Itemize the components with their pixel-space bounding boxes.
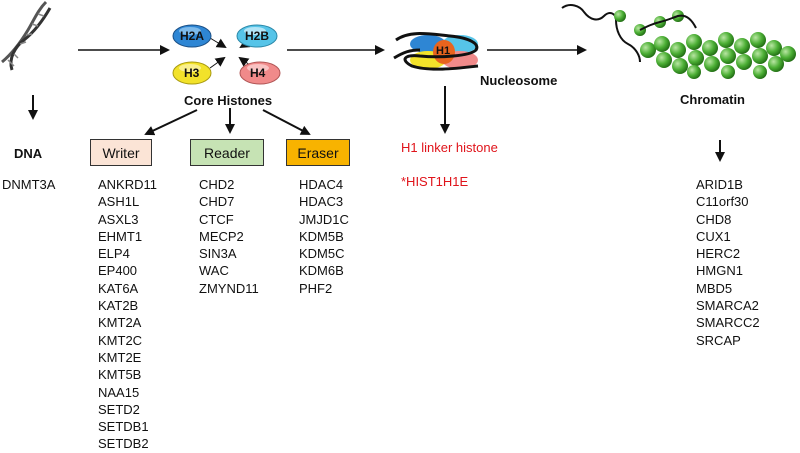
gene-item: SIN3A xyxy=(199,246,237,262)
gene-item: ELP4 xyxy=(98,246,130,262)
gene-item: KDM5C xyxy=(299,246,345,262)
eraser-box: Eraser xyxy=(286,139,350,166)
histone-h4-label: H4 xyxy=(250,66,266,80)
gene-item: SETDB2 xyxy=(98,436,149,452)
nucleosome-label: Nucleosome xyxy=(480,73,558,88)
gene-item: HDAC3 xyxy=(299,194,344,210)
gene-item: SMARCA2 xyxy=(696,298,759,314)
gene-item: NAA15 xyxy=(98,384,140,400)
histone-h3-icon xyxy=(172,61,212,85)
gene-item: CHD7 xyxy=(199,194,235,210)
gene-item: WAC xyxy=(199,263,229,279)
gene-item: SETD2 xyxy=(98,401,140,417)
histone-h2b-icon xyxy=(236,24,278,48)
gene-item: PHF2 xyxy=(299,280,333,296)
gene-item: ANKRD11 xyxy=(98,177,158,192)
dna-gene-list: DNMT3A xyxy=(2,176,55,193)
arrow-to-writer xyxy=(144,109,198,136)
gene-item: SMARCC2 xyxy=(696,315,760,331)
gene-item: KDM5B xyxy=(299,228,344,244)
writer-box: Writer xyxy=(90,139,152,166)
gene-item: KMT2C xyxy=(98,332,143,348)
chromatin-fiber-icon xyxy=(561,4,796,79)
gene-item: ARID1B xyxy=(696,177,743,192)
histone-h1-label: H1 xyxy=(436,45,451,57)
gene-item: CHD2 xyxy=(199,177,235,192)
gene-item: DNMT3A xyxy=(2,177,56,192)
reader-box: Reader xyxy=(190,139,264,166)
arrow-to-eraser xyxy=(262,109,311,135)
gene-item: SETDB1 xyxy=(98,419,149,435)
gene-item: ZMYND11 xyxy=(199,280,259,296)
gene-item: EP400 xyxy=(98,263,138,279)
gene-item: ASXL3 xyxy=(98,211,139,227)
histone-h2a-label: H2A xyxy=(180,29,205,43)
h1-gene-label: *HIST1H1E xyxy=(401,174,469,189)
gene-item: EHMT1 xyxy=(98,228,143,244)
histone-h3-label: H3 xyxy=(184,66,200,80)
histone-h4-icon xyxy=(239,61,281,85)
gene-item: C11orf30 xyxy=(696,194,749,210)
gene-item: ASH1L xyxy=(98,194,140,210)
gene-item: HDAC4 xyxy=(299,177,344,192)
gene-item: CUX1 xyxy=(696,228,731,244)
dna-helix-icon xyxy=(1,0,52,71)
gene-item: CHD8 xyxy=(696,211,732,227)
gene-item: HMGN1 xyxy=(696,263,743,279)
gene-item: MBD5 xyxy=(696,280,733,296)
gene-item: KMT2A xyxy=(98,315,142,331)
gene-item: HERC2 xyxy=(696,246,741,262)
core-histones-label: Core Histones xyxy=(184,93,273,108)
gene-item: MECP2 xyxy=(199,228,244,244)
gene-item: KDM6B xyxy=(299,263,344,279)
gene-item: SRCAP xyxy=(696,332,741,348)
gene-item: KAT2B xyxy=(98,298,139,314)
gene-item: JMJD1C xyxy=(299,211,349,227)
gene-item: KMT2E xyxy=(98,349,142,365)
gene-item: KAT6A xyxy=(98,280,139,296)
histone-h2b-label: H2B xyxy=(245,29,270,43)
gene-item: CTCF xyxy=(199,211,234,227)
gene-item: KMT5B xyxy=(98,367,142,383)
h1-linker-histone-label: H1 linker histone xyxy=(401,140,498,155)
dna-label: DNA xyxy=(14,146,43,161)
histone-h2a-icon xyxy=(172,24,212,48)
nucleosome-icon xyxy=(393,32,479,71)
chromatin-label: Chromatin xyxy=(680,92,745,107)
